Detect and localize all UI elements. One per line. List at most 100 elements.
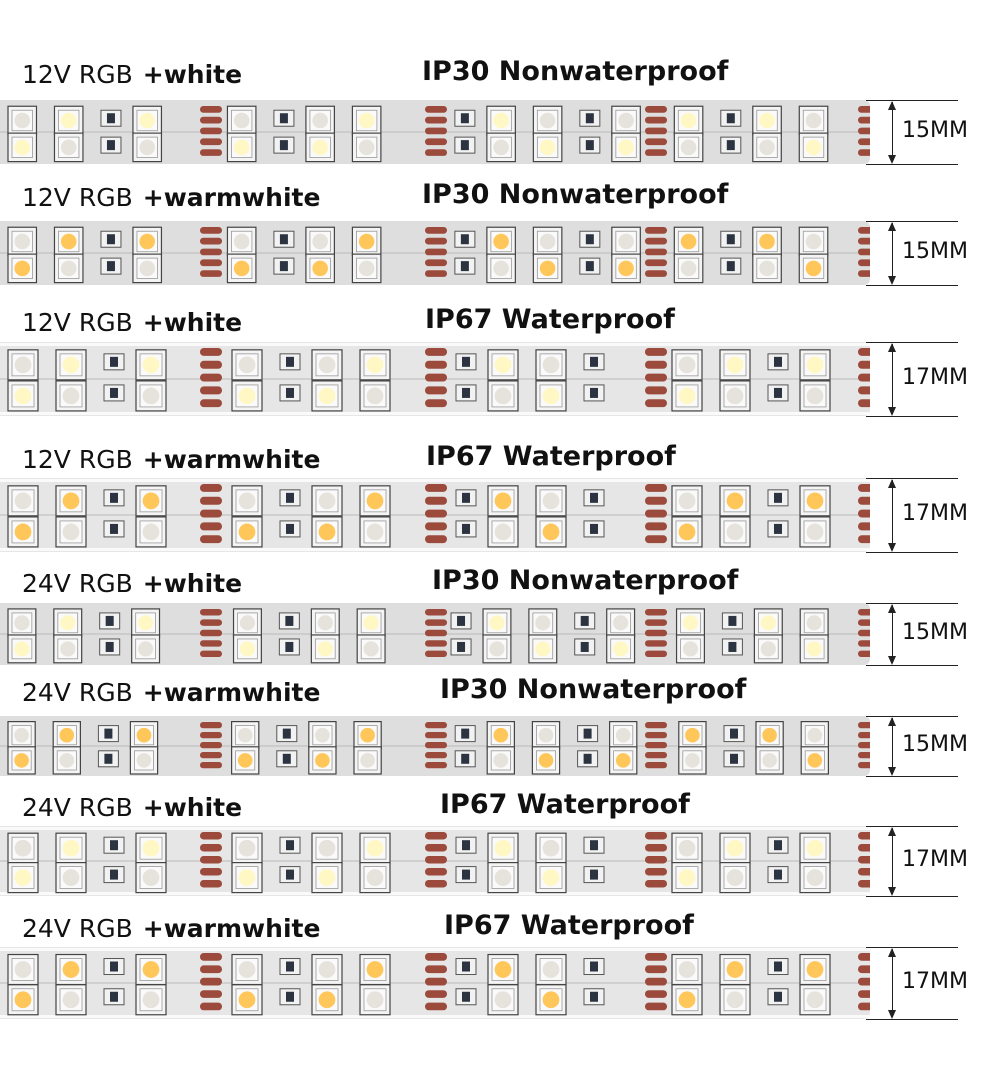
ip-rating-label: IP67 Waterproof [425, 304, 675, 335]
dimension-line [892, 605, 893, 663]
color-text: +white [142, 793, 243, 822]
resistor [579, 136, 601, 154]
copper-solder-pads [645, 953, 667, 1011]
resistor [454, 109, 476, 127]
copper-solder-pads [425, 722, 447, 769]
resistor [103, 520, 125, 538]
resistor [278, 638, 300, 656]
resistor [454, 725, 476, 743]
width-dimension-marker: 17MM [866, 947, 968, 1020]
dimension-bottom-line [866, 552, 958, 553]
led-chip [799, 984, 831, 1016]
resistor [577, 750, 599, 768]
led-chip [482, 634, 512, 664]
ip-rating-label: IP67 Waterproof [444, 910, 694, 941]
resistor [455, 988, 477, 1006]
resistor [276, 750, 298, 768]
copper-solder-pads [200, 953, 222, 1011]
led-chip [528, 634, 558, 664]
led-chip [798, 132, 829, 163]
led-chip [673, 253, 704, 284]
led-chip [532, 253, 563, 284]
led-chip [53, 634, 83, 664]
copper-solder-pads [645, 722, 667, 769]
resistor [579, 257, 601, 275]
dimension-top-line [866, 826, 958, 827]
color-text: +white [142, 60, 243, 89]
strip-width-label: 15MM [902, 620, 968, 645]
led-chip [52, 720, 82, 750]
led-chip [486, 105, 516, 136]
color-text: +warmwhite [142, 183, 321, 212]
resistor [279, 384, 301, 402]
led-chip [359, 485, 391, 517]
led-chip [799, 380, 831, 412]
strip-width-label: 17MM [902, 365, 968, 390]
led-chip [135, 516, 167, 548]
arrow-up-icon [888, 479, 896, 488]
led-chip [7, 380, 39, 412]
voltage-text: 12V RGB [22, 183, 133, 212]
voltage-label: 12V RGB +white [22, 60, 242, 89]
dimension-top-line [866, 100, 958, 101]
dimension-top-line [866, 342, 958, 343]
led-chip [231, 861, 263, 894]
led-chip [53, 608, 83, 638]
dimension-top-line [866, 221, 958, 222]
dimension-bottom-line [866, 1019, 958, 1020]
voltage-text: 24V RGB [22, 678, 133, 707]
led-chip [486, 746, 516, 775]
resistor [276, 725, 298, 743]
led-chip [799, 608, 829, 638]
voltage-label: 12V RGB+warmwhite [22, 445, 320, 474]
resistor [583, 958, 605, 976]
strip-width-label: 17MM [902, 847, 968, 872]
led-chip [231, 953, 263, 986]
resistor [455, 353, 477, 371]
arrow-up-icon [888, 604, 896, 613]
led-chip [359, 953, 391, 986]
led-chip [231, 984, 263, 1016]
led-chip [135, 485, 167, 517]
voltage-text: 24V RGB [22, 914, 133, 943]
dimension-top-line [866, 947, 958, 948]
color-text: +warmwhite [142, 445, 321, 474]
led-chip [7, 634, 37, 664]
led-chip [611, 253, 641, 284]
led-chip [611, 105, 641, 136]
led-chip [486, 226, 516, 257]
led-chip [231, 485, 263, 517]
led-chip [486, 720, 516, 750]
resistor [455, 384, 477, 402]
led-chip [7, 132, 38, 163]
voltage-text: 12V RGB [22, 60, 133, 89]
led-chip [310, 634, 340, 664]
copper-solder-pads [858, 609, 870, 658]
copper-solder-pads [425, 832, 447, 888]
led-chip [55, 349, 87, 381]
led-chip [799, 349, 831, 381]
width-dimension-marker: 17MM [866, 826, 968, 897]
copper-solder-pads [645, 484, 667, 544]
led-chip [359, 516, 391, 548]
resistor [273, 136, 295, 154]
width-dimension-marker: 17MM [866, 342, 968, 417]
resistor [454, 750, 476, 768]
resistor [454, 136, 476, 154]
led-chip [226, 105, 257, 136]
led-chip [311, 485, 343, 517]
resistor [455, 520, 477, 538]
copper-solder-pads [645, 348, 667, 408]
led-chip [311, 953, 343, 986]
arrow-down-icon [888, 155, 896, 164]
color-text: +warmwhite [142, 678, 321, 707]
led-chip [353, 720, 382, 750]
led-chip [308, 746, 337, 775]
strip-width-label: 15MM [902, 118, 968, 143]
led-chip [678, 746, 707, 775]
led-strip-image [0, 947, 870, 1019]
led-chip [351, 226, 382, 257]
led-chip [311, 984, 343, 1016]
dimension-top-line [866, 603, 958, 604]
ip-rating-label: IP67 Waterproof [440, 789, 690, 820]
